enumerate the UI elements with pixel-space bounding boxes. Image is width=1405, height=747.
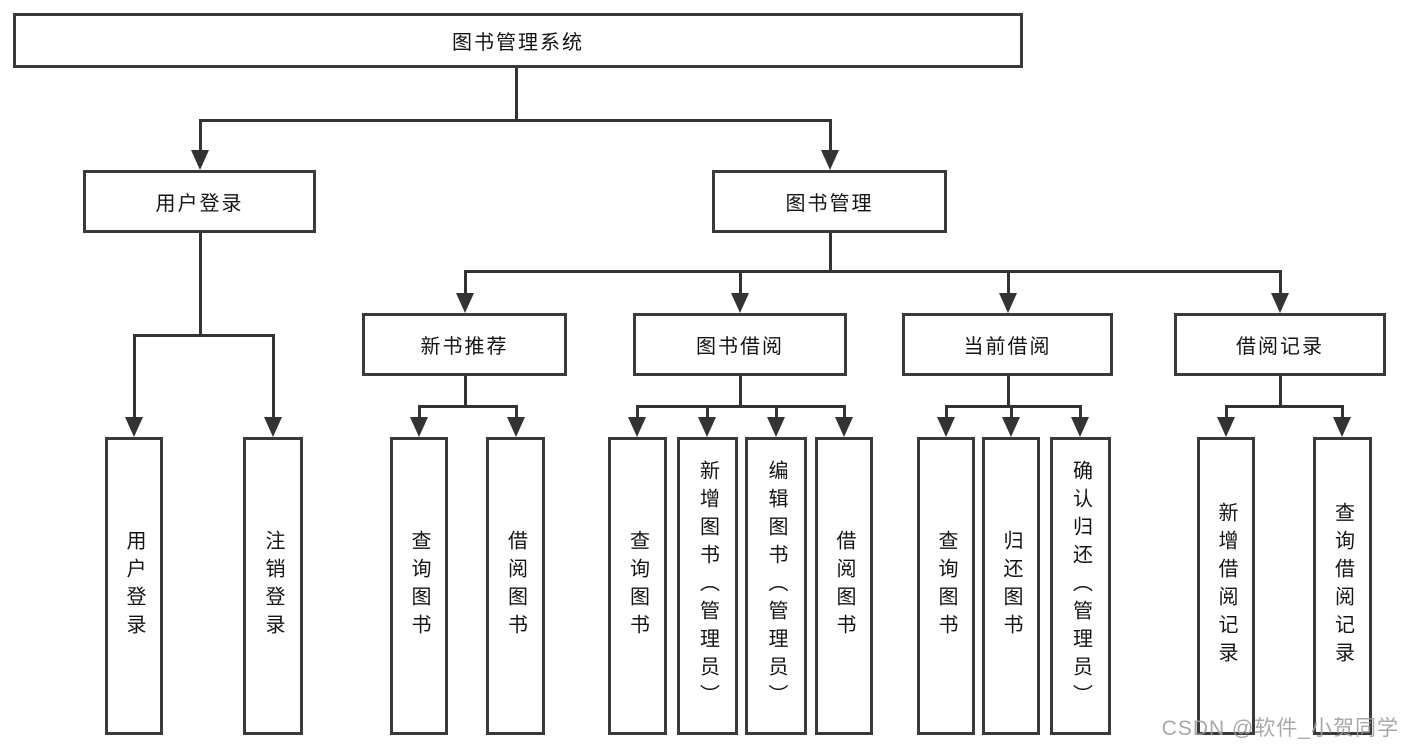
connector-line [418,405,421,420]
node-root-library-system: 图书管理系统 [13,13,1023,68]
leaf-recommend-borrow-books: 借阅图书 [486,437,545,735]
connector-arrow [410,417,428,437]
leaf-borrow-borrow-books: 借阅图书 [815,437,873,735]
connector-line [829,232,832,272]
node-user-login: 用户登录 [83,170,316,233]
connector-arrow [1217,417,1235,437]
node-book-borrow: 图书借阅 [633,313,847,376]
connector-line [945,405,948,420]
connector-arrow [821,150,839,170]
connector-arrow [1071,417,1089,437]
connector-line [843,405,846,420]
leaf-borrow-query-books: 查询图书 [608,437,667,735]
connector-line [1341,405,1344,420]
connector-line [464,270,1281,273]
connector-line [636,405,846,408]
connector-line [133,334,275,337]
connector-arrow [125,417,143,437]
connector-line [272,334,275,420]
leaf-current-return-books: 归还图书 [982,437,1040,735]
connector-arrow [1333,417,1351,437]
connector-arrow [731,293,749,313]
connector-line [1279,270,1282,296]
connector-line [464,270,467,296]
connector-arrow [264,417,282,437]
connector-line [199,232,202,336]
connector-arrow [456,293,474,313]
connector-line [1225,405,1344,408]
connector-line [133,334,136,420]
leaf-borrow-add-books-admin: 新增图书（管理员） [677,437,738,735]
connector-line [636,405,639,420]
node-book-management: 图书管理 [712,170,947,233]
leaf-records-query-record: 查询借阅记录 [1313,437,1372,735]
leaf-logout: 注销登录 [243,437,303,735]
node-borrow-records: 借阅记录 [1174,313,1386,376]
connector-arrow [628,417,646,437]
connector-arrow [507,417,525,437]
connector-line [418,405,518,408]
leaf-borrow-edit-books-admin: 编辑图书（管理员） [745,437,807,735]
leaf-recommend-query-books: 查询图书 [390,437,448,735]
connector-line [1279,375,1282,407]
connector-line [1225,405,1228,420]
connector-arrow [1271,293,1289,313]
connector-line [1007,270,1010,296]
connector-arrow [937,417,955,437]
connector-arrow [999,293,1017,313]
leaf-current-confirm-return-admin: 确认归还（管理员） [1050,437,1111,735]
connector-arrow [698,417,716,437]
connector-arrow [835,417,853,437]
connector-line [706,405,709,420]
connector-line [945,405,1082,408]
node-current-borrow: 当前借阅 [902,313,1113,376]
connector-line [199,119,832,122]
connector-line [829,119,832,155]
connector-line [1079,405,1082,420]
leaf-user-login: 用户登录 [105,437,163,735]
connector-line [1010,405,1013,420]
leaf-records-add-record: 新增借阅记录 [1197,437,1255,735]
connector-arrow [767,417,785,437]
connector-arrow [191,150,209,170]
connector-line [739,375,742,407]
connector-line [775,405,778,420]
csdn-watermark: CSDN @软件_小贺同学 [1161,717,1399,740]
connector-line [739,270,742,296]
connector-arrow [1002,417,1020,437]
connector-line [515,66,518,121]
node-new-book-recommend: 新书推荐 [362,313,567,376]
connector-line [464,375,467,407]
leaf-current-query-books: 查询图书 [917,437,975,735]
connector-line [199,119,202,155]
connector-line [515,405,518,420]
connector-line [1007,375,1010,407]
